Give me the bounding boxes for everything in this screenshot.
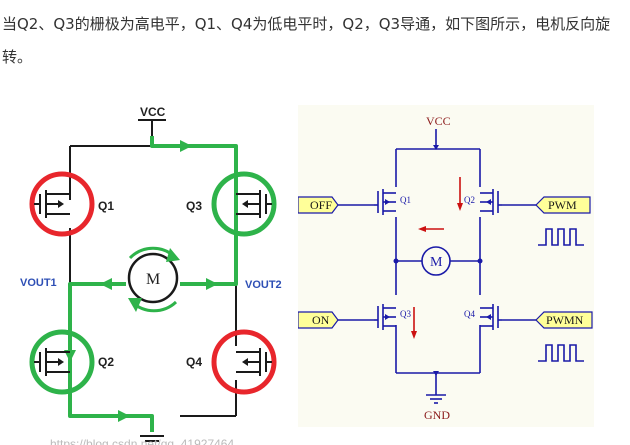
q4-transistor (211, 329, 277, 395)
pwmn-label: PWMN (546, 313, 584, 327)
q1-label: Q1 (98, 199, 114, 213)
motor-label: M (430, 255, 443, 270)
h-bridge-current-diagram: VCC Q1 Q3 Q2 Q4 M VOUT1 VOUT2 https://bl… (20, 105, 282, 445)
q2-label: Q2 (98, 355, 114, 369)
vout1-label: VOUT1 (20, 277, 57, 289)
gnd-label: GND (424, 408, 450, 422)
off-input-tag (298, 196, 339, 214)
motor-symbol (127, 246, 180, 313)
q2-transistor (29, 329, 95, 395)
h-bridge-schematic: VCC GND Q1 Q2 Q3 Q4 M OFF ON PWM PWMN (298, 105, 594, 427)
q4-label: Q4 (464, 309, 475, 319)
off-label: OFF (310, 198, 332, 212)
pwm-label: PWM (548, 198, 577, 212)
q4-label: Q4 (186, 355, 202, 369)
vcc-label: VCC (426, 114, 451, 128)
q2-label: Q2 (464, 195, 475, 205)
on-label: ON (312, 313, 330, 327)
article-paragraph: 当Q2、Q3的栅极为高电平，Q1、Q4为低电平时，Q2，Q3导通，如下图所示，电… (2, 15, 611, 66)
watermark-text: https://blog.csdn.net/qq_41927464 (50, 437, 234, 445)
q3-transistor (211, 171, 277, 237)
on-input-tag (298, 311, 339, 329)
vcc-label: VCC (140, 105, 166, 119)
motor-label: M (146, 271, 160, 288)
q3-label: Q3 (186, 199, 202, 213)
q3-label: Q3 (400, 309, 411, 319)
vout2-label: VOUT2 (245, 279, 282, 291)
motor-symbol (421, 246, 451, 276)
q1-label: Q1 (400, 195, 411, 205)
pwm-input-tag (535, 196, 591, 214)
pwmn-input-tag (535, 311, 593, 329)
q1-transistor (29, 171, 95, 237)
